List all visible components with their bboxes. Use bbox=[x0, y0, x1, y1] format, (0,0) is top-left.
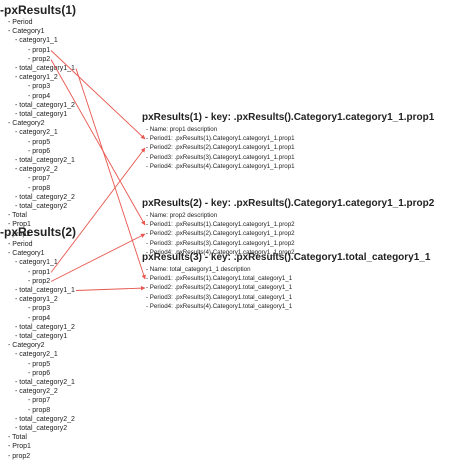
panel-period-line: - Period3: .pxResults(3).Category1.total… bbox=[146, 293, 293, 301]
tree-item: - prop4 bbox=[28, 314, 51, 322]
panel-title: pxResults(1) - key: .pxResults().Categor… bbox=[142, 112, 435, 123]
tree-item: - category2_1 bbox=[15, 129, 58, 137]
connector-arrow bbox=[50, 233, 146, 282]
tree-item: - category2_2 bbox=[15, 166, 58, 174]
tree-item: - prop5 bbox=[28, 360, 51, 368]
tree-item: - total_category2 bbox=[15, 203, 68, 210]
tree-item: - total_category2_2 bbox=[15, 415, 75, 423]
tree-item: - total_category2_2 bbox=[15, 193, 75, 201]
tree-item: - category1_1 bbox=[15, 259, 58, 267]
tree-item: - total_category2_1 bbox=[15, 379, 75, 386]
tree-item: - prop7 bbox=[28, 397, 51, 405]
tree-item: - total_category1 bbox=[15, 111, 68, 118]
tree-item: - prop2 bbox=[28, 277, 51, 285]
tree-item: - Prop1 bbox=[8, 443, 31, 451]
panel-name-line: - Name: prop2 description bbox=[146, 212, 218, 219]
tree-item: - total_category1_1 bbox=[15, 65, 75, 72]
panel-title: pxResults(3) - key: .pxResults().Categor… bbox=[142, 252, 431, 263]
tree-item: - category2_1 bbox=[15, 351, 58, 359]
tree-item: - prop6 bbox=[28, 147, 51, 155]
tree-item: - Period bbox=[8, 19, 33, 26]
panel-period-line: - Period3: .pxResults(3).Category1.categ… bbox=[146, 153, 295, 161]
tree-item: - prop1 bbox=[28, 268, 51, 276]
panel-title: pxResults(2) - key: .pxResults().Categor… bbox=[142, 198, 435, 209]
tree-item: - category1_2 bbox=[15, 296, 58, 304]
tree-item: - Category1 bbox=[8, 28, 45, 36]
tree-item: - prop6 bbox=[28, 369, 51, 377]
tree-item: - Category2 bbox=[8, 342, 45, 350]
tree-item: - prop4 bbox=[28, 92, 51, 100]
tree-item: - category2_2 bbox=[15, 388, 58, 396]
tree-item: - total_category1_2 bbox=[15, 101, 75, 109]
tree-item: - prop2 bbox=[8, 230, 31, 238]
panel-period-line: - Period1: .pxResults(1).Category1.categ… bbox=[146, 135, 295, 143]
tree-title: -pxResults(1) bbox=[0, 3, 77, 17]
tree-item: - prop2 bbox=[28, 55, 51, 63]
tree-item: - Category1 bbox=[8, 250, 45, 258]
panel-period-line: - Period2: .pxResults(2).Category1.categ… bbox=[146, 144, 295, 152]
tree-item: - total_category1 bbox=[15, 333, 68, 340]
panel-period-line: - Period4: .pxResults(4).Category1.categ… bbox=[146, 162, 295, 170]
tree-item: - Period bbox=[8, 241, 33, 248]
tree-item: - prop5 bbox=[28, 138, 51, 146]
tree-title: -pxResults(2) bbox=[0, 225, 77, 239]
panel-period-line: - Period1: .pxResults(1).Category1.categ… bbox=[146, 221, 295, 229]
tree-item: - category1_1 bbox=[15, 37, 58, 45]
panel-period-line: - Period2: .pxResults(2).Category1.categ… bbox=[146, 230, 295, 238]
panel-period-line: - Period4: .pxResults(4).Category1.categ… bbox=[146, 248, 295, 256]
tree-item: - prop2 bbox=[8, 452, 31, 460]
panel-period-line: - Period3: .pxResults(3).Category1.categ… bbox=[146, 239, 295, 247]
tree-item: - Total bbox=[8, 434, 27, 442]
tree-item: - Category2 bbox=[8, 120, 45, 128]
panel-period-line: - Period4: .pxResults(4).Category1.total… bbox=[146, 302, 293, 310]
tree-item: - Total bbox=[8, 212, 27, 220]
tree-item: - prop3 bbox=[28, 83, 51, 91]
tree-item: - prop8 bbox=[28, 184, 51, 192]
tree-item: - total_category2 bbox=[15, 425, 68, 432]
panel-name-line: - Name: prop1 description bbox=[146, 126, 218, 133]
tree-item: - category1_2 bbox=[15, 74, 58, 82]
tree-item: - total_category2_1 bbox=[15, 157, 75, 164]
tree-item: - total_category1_1 bbox=[15, 287, 75, 294]
tree-item: - prop3 bbox=[28, 305, 51, 313]
connector-arrow bbox=[75, 68, 146, 280]
tree-item: - prop8 bbox=[28, 406, 51, 414]
connector-arrow bbox=[75, 285, 146, 291]
tree-item: - Prop1 bbox=[8, 221, 31, 229]
tree-item: - total_category1_2 bbox=[15, 323, 75, 331]
panel-period-line: - Period2: .pxResults(2).Category1.total… bbox=[146, 284, 293, 292]
panel-name-line: - Name: total_category1_1 description bbox=[146, 266, 251, 273]
panel-period-line: - Period1: .pxResults(1).Category1.total… bbox=[146, 275, 293, 283]
tree-item: - prop1 bbox=[28, 46, 51, 54]
tree-item: - prop7 bbox=[28, 175, 51, 183]
